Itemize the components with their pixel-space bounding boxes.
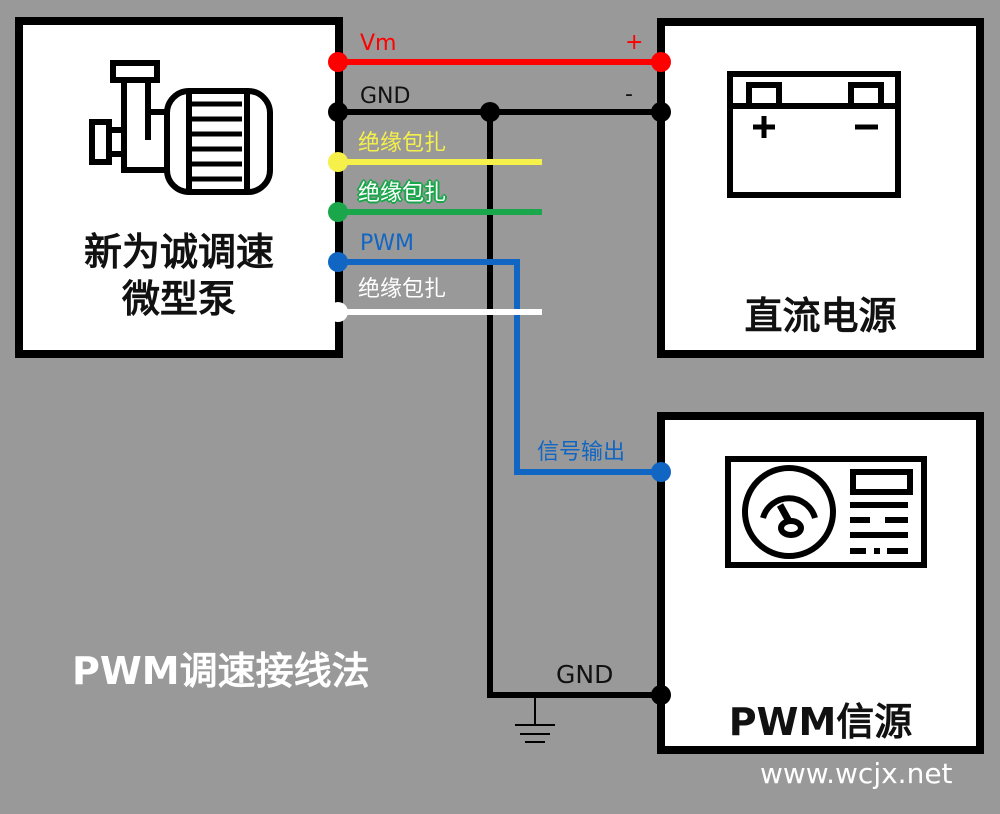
pump-green-terminal: [328, 202, 348, 222]
pump-label-line2: 微型泵: [121, 277, 236, 321]
pwm-gnd-terminal: [651, 685, 671, 705]
pwm-wire: [338, 259, 661, 475]
page-title: PWM调速接线法: [72, 649, 370, 693]
power-supply-box: 直流电源: [657, 18, 984, 358]
pwm-gnd-label: GND: [556, 660, 614, 689]
power-plus-terminal: [651, 52, 671, 72]
battery-icon: [727, 71, 901, 198]
pump-box: 新为诚调速 微型泵: [15, 17, 343, 358]
yellow-wire-label: 绝缘包扎: [358, 131, 447, 156]
green-wire-label: 绝缘包扎: [358, 181, 447, 206]
power-supply-label: 直流电源: [744, 294, 897, 338]
pump-label-line1: 新为诚调速: [83, 230, 274, 274]
minus-label: -: [625, 82, 633, 107]
pump-white-terminal: [328, 302, 348, 322]
watermark: www.wcjx.net: [760, 757, 953, 790]
gnd-junction: [480, 102, 500, 122]
pump-yellow-terminal: [328, 152, 348, 172]
pump-motor-icon: [89, 60, 273, 195]
pwm-label: PWM: [360, 231, 415, 256]
signal-output-label: 信号输出: [537, 440, 626, 465]
vm-label: Vm: [360, 31, 397, 56]
pump-gnd-terminal: [328, 102, 348, 122]
white-wire-label: 绝缘包扎: [358, 277, 447, 302]
pwm-source-label: PWM信源: [728, 700, 913, 744]
power-minus-terminal: [651, 102, 671, 122]
ground-symbol-icon: [515, 698, 555, 743]
terminals: [328, 52, 671, 705]
plus-label: +: [625, 30, 644, 55]
pwm-source-box: PWM信源: [657, 412, 984, 754]
pump-vm-terminal: [328, 52, 348, 72]
pwm-signal-terminal: [651, 462, 671, 482]
pump-pwm-terminal: [328, 252, 348, 272]
gnd-label: GND: [360, 84, 411, 109]
signal-generator-icon: [725, 456, 927, 568]
